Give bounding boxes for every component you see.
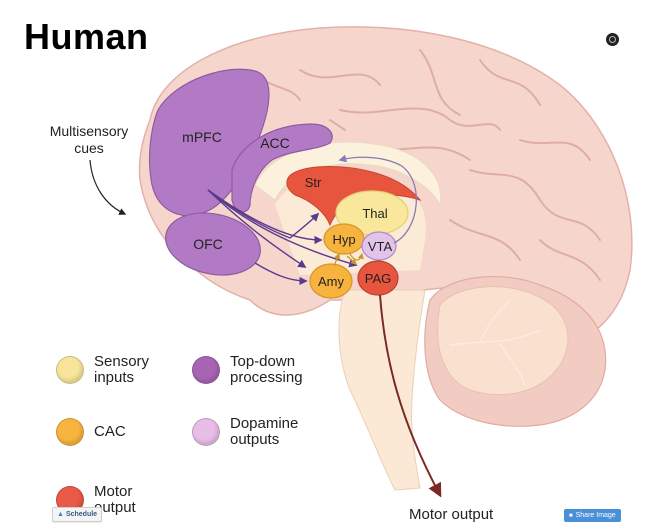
legend-item-sensory: Sensory inputs xyxy=(56,354,164,386)
motor-output-arrow xyxy=(379,294,442,498)
legend-label: Dopamine outputs xyxy=(230,415,299,448)
label-vta: VTA xyxy=(368,239,393,254)
label-pag: PAG xyxy=(365,271,392,286)
cac-arrows xyxy=(333,252,364,267)
legend-item-dopamine: Dopamine outputs xyxy=(192,416,310,448)
region-pag xyxy=(357,260,399,296)
share-image-button[interactable]: ■ Share Image xyxy=(564,509,621,522)
label-amy: Amy xyxy=(318,274,345,289)
region-vta xyxy=(361,231,397,261)
legend-label: Motor output xyxy=(94,483,136,516)
label-hyp: Hyp xyxy=(332,232,355,247)
schedule-button-label: Schedule xyxy=(65,511,98,518)
top-down-arrows xyxy=(207,189,358,286)
brainstem xyxy=(338,289,426,491)
multisensory-arrow xyxy=(89,159,127,215)
legend-swatch-top-down xyxy=(192,356,220,384)
label-str: Str xyxy=(305,175,322,190)
region-amy xyxy=(309,263,353,299)
legend-item-top-down: Top-down processing xyxy=(192,354,320,386)
label-mpfc: mPFC xyxy=(182,129,222,145)
legend-label: CAC xyxy=(94,423,126,440)
legend-label: Sensory inputs xyxy=(94,353,150,386)
share-image-button-label: Share Image xyxy=(575,512,616,519)
settings-icon[interactable] xyxy=(606,33,619,46)
label-thal: Thal xyxy=(362,206,387,221)
legend-swatch-cac xyxy=(56,418,84,446)
legend-label: Top-down processing xyxy=(230,353,303,386)
page-title: Human xyxy=(24,16,149,57)
legend-item-cac: CAC xyxy=(56,418,214,446)
region-ofc xyxy=(165,212,261,276)
multisensory-cues-label: Multisensory cues xyxy=(49,123,129,156)
image-icon: ■ xyxy=(569,512,573,519)
label-ofc: OFC xyxy=(193,236,223,252)
legend-swatch-dopamine xyxy=(192,418,220,446)
region-acc xyxy=(231,123,333,213)
label-acc: ACC xyxy=(260,135,290,151)
schedule-button[interactable]: ▲ Schedule xyxy=(52,507,103,522)
legend-swatch-sensory xyxy=(56,356,84,384)
cerebellum xyxy=(424,276,607,427)
motor-output-label: Motor output xyxy=(409,506,494,523)
dopamine-arrow xyxy=(338,154,417,244)
gyri xyxy=(249,49,601,281)
schedule-icon: ▲ xyxy=(57,511,64,518)
